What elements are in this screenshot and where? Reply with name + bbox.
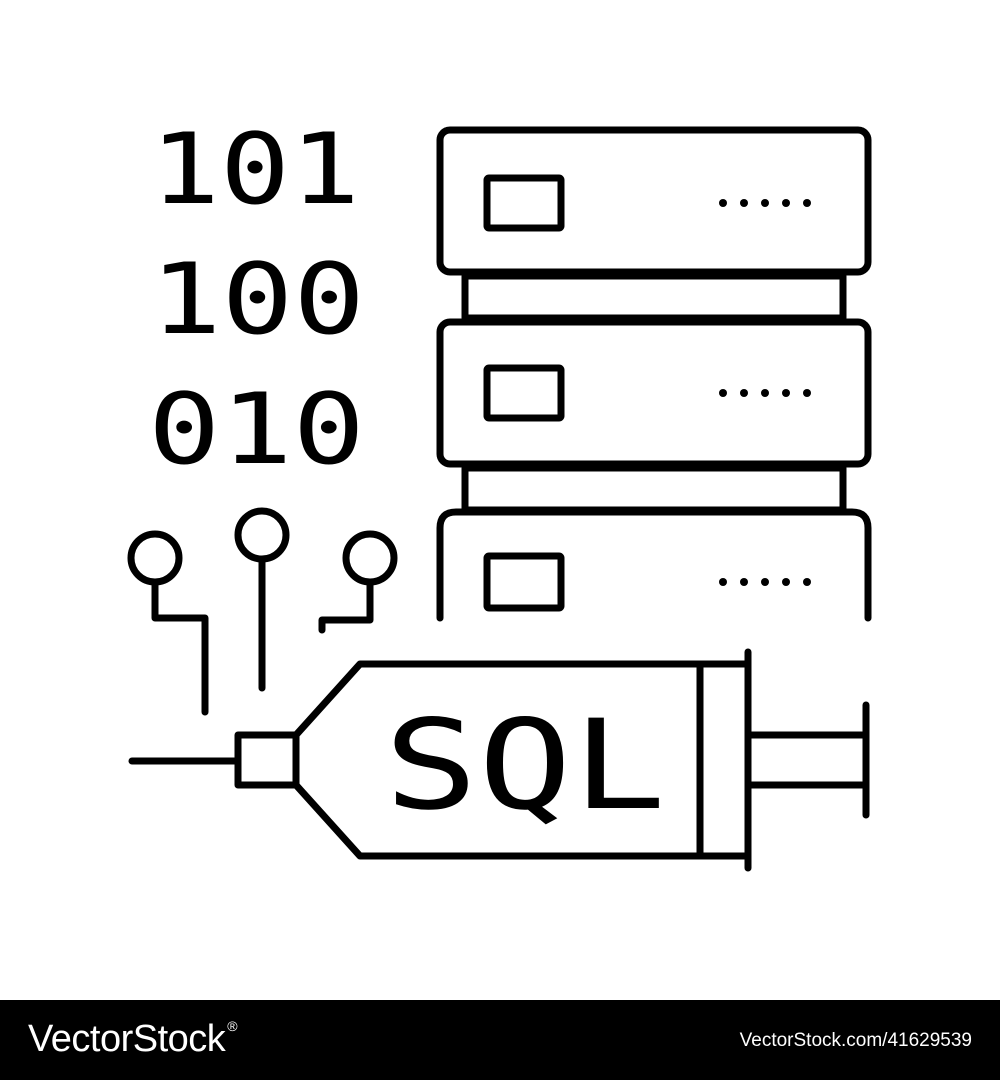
- brand-name: VectorStock: [28, 1018, 226, 1060]
- syringe-label: SQL: [384, 694, 666, 838]
- binary-digits-icon: 101 100 010: [148, 113, 365, 487]
- binary-row-3: 010: [148, 373, 365, 487]
- sql-injection-illustration: 101 100 010 SQL: [127, 113, 872, 872]
- watermark-footer: VectorStock® VectorStock.com/41629539: [0, 1000, 1000, 1080]
- binary-row-2: 100: [150, 243, 365, 357]
- circuit-nodes-icon: [127, 507, 398, 716]
- brand-logo: VectorStock®: [28, 1018, 238, 1061]
- binary-row-1: 101: [150, 113, 360, 227]
- server-stack-icon: [436, 126, 872, 622]
- server-indicator-dots: [719, 199, 811, 586]
- syringe-icon: SQL: [128, 648, 870, 872]
- image-reference: VectorStock.com/41629539: [739, 1030, 972, 1051]
- brand-registered-mark: ®: [227, 1018, 238, 1034]
